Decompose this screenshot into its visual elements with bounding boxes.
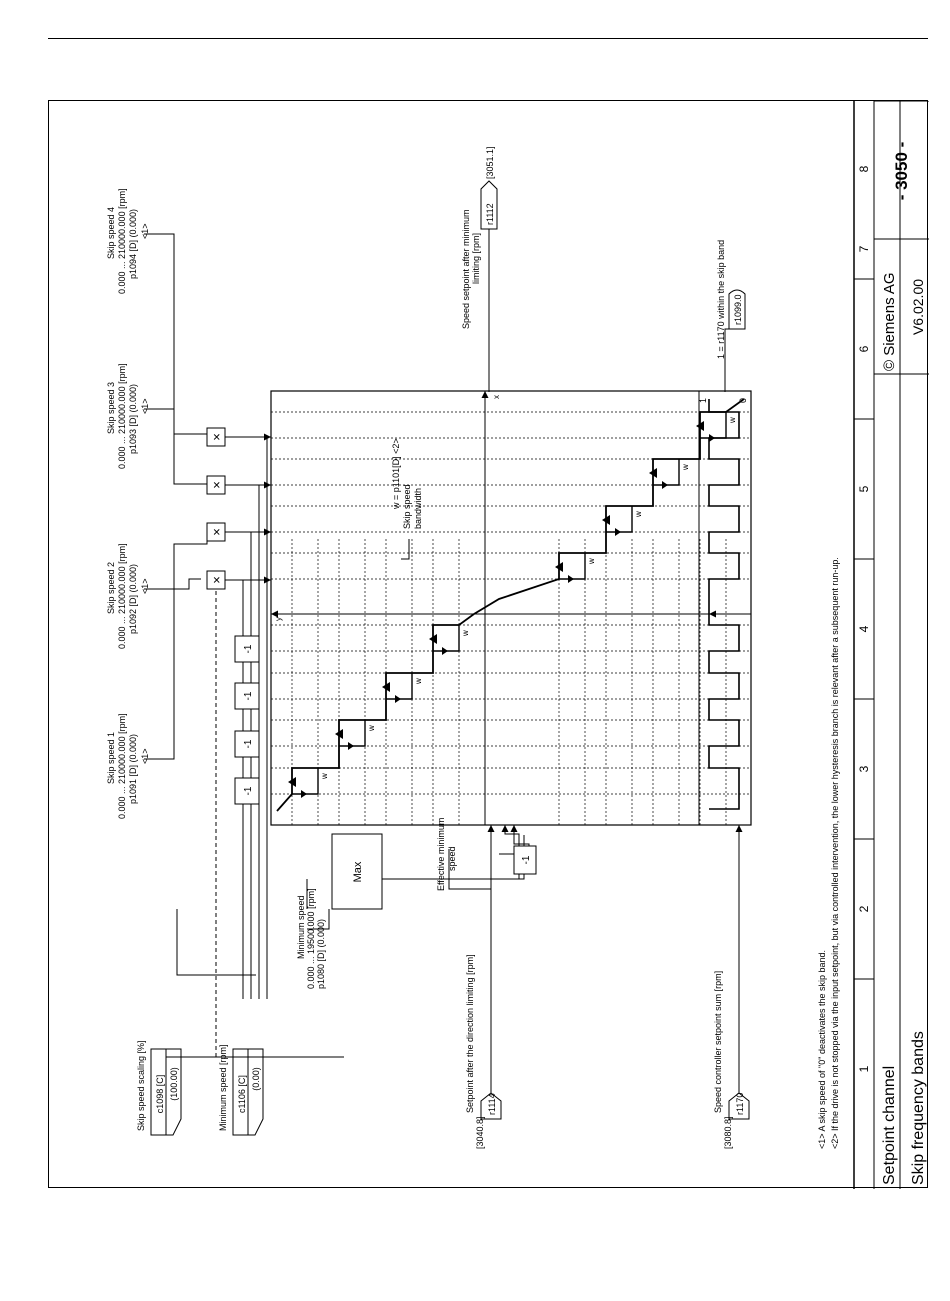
skip-speed-wiring bbox=[144, 233, 208, 760]
skip-speed-2-note: <1> bbox=[140, 578, 150, 594]
bandwidth-w-7: w bbox=[681, 464, 690, 471]
min-speed-param-range: 0.000 ... 19500.000 [rpm] bbox=[306, 888, 316, 989]
x-axis-label: x bbox=[492, 395, 501, 399]
signal-wires bbox=[448, 189, 743, 1093]
min-speed-param-name: Minimum speed bbox=[296, 895, 306, 959]
status-zero-label: 0 bbox=[738, 398, 748, 403]
skip-speed-1-note: <1> bbox=[140, 748, 150, 764]
output-status-label: 1 = r1170 within the skip band bbox=[716, 240, 726, 359]
setpoint-label: Setpoint after the direction limiting [r… bbox=[465, 954, 475, 1113]
bandwidth-pointer bbox=[401, 539, 410, 560]
column-3: 3 bbox=[857, 765, 871, 772]
scaling-value: (100.00) bbox=[169, 1067, 179, 1101]
sheet-number: - 3050 - bbox=[892, 142, 911, 201]
column-1: 1 bbox=[857, 1065, 871, 1072]
eff-min-label-2: speed bbox=[447, 846, 457, 871]
input-connectors bbox=[150, 1048, 750, 1136]
neg-block-setpoint-label: -1 bbox=[521, 855, 532, 864]
negation-blocks bbox=[234, 635, 260, 805]
sum-ref: [3080.8] bbox=[723, 1116, 733, 1149]
footnote-2: <2> If the drive is not stopped via the … bbox=[830, 557, 840, 1149]
output-setpoint-line2: limiting [rpm] bbox=[471, 233, 481, 284]
column-2: 2 bbox=[857, 905, 871, 912]
min-speed-label: Minimum speed [rpm] bbox=[218, 1044, 228, 1131]
skip-speed-1-param: p1091 [D] (0.000) bbox=[128, 734, 138, 804]
column-6: 6 bbox=[857, 345, 871, 352]
neg-label-3: -1 bbox=[243, 691, 254, 700]
skip-speed-3-note: <1> bbox=[140, 398, 150, 414]
bandwidth-label-1: w = p1101[D] <2> bbox=[391, 438, 401, 510]
scaling-label: Skip speed scaling [%] bbox=[136, 1040, 146, 1131]
setpoint-ref: [3040.8] bbox=[475, 1116, 485, 1149]
neg-label-2: -1 bbox=[243, 739, 254, 748]
skip-speed-4-note: <1> bbox=[140, 223, 150, 239]
scaling-param: c1098 [C] bbox=[155, 1075, 165, 1114]
column-8: 8 bbox=[857, 165, 871, 172]
company-name: © Siemens AG bbox=[881, 272, 898, 371]
output-setpoint-ref: [3051.1] bbox=[485, 146, 495, 179]
skip-speed-2-range: 0.000 ... 210000.000 [rpm] bbox=[117, 543, 127, 649]
svg-text:×: × bbox=[209, 433, 224, 441]
sum-param: r1170 bbox=[735, 1093, 745, 1115]
output-connectors bbox=[480, 180, 746, 330]
skip-speed-3-param: p1093 [D] (0.000) bbox=[128, 384, 138, 454]
bandwidth-w-5: w bbox=[587, 558, 596, 565]
bandwidth-w-1: w bbox=[320, 773, 329, 780]
output-setpoint-param: r1112 bbox=[485, 203, 495, 225]
neg-label-1: -1 bbox=[243, 786, 254, 795]
svg-text:×: × bbox=[209, 528, 224, 536]
column-5: 5 bbox=[857, 485, 871, 492]
skip-staircase-curve bbox=[276, 398, 745, 812]
top-rule bbox=[48, 38, 928, 39]
y-axis-label: y bbox=[274, 617, 283, 621]
max-label: Max bbox=[352, 861, 364, 882]
sheet-subtitle: Skip frequency bands bbox=[910, 1031, 927, 1185]
output-setpoint-line1: Speed setpoint after minimum bbox=[461, 209, 471, 329]
version: V6.02.00 bbox=[910, 279, 926, 335]
title-block bbox=[853, 100, 929, 1189]
column-7: 7 bbox=[857, 245, 871, 252]
skip-speed-3-name: Skip speed 3 bbox=[106, 382, 116, 434]
sum-label: Speed controller setpoint sum [rpm] bbox=[713, 971, 723, 1113]
footnote-1: <1> A skip speed of "0" deactivates the … bbox=[817, 950, 827, 1149]
bandwidth-w-4: w bbox=[461, 630, 470, 637]
hysteresis-arrows bbox=[288, 421, 715, 798]
skip-speed-2-param: p1092 [D] (0.000) bbox=[128, 564, 138, 634]
bandwidth-label-3: bandwidth bbox=[413, 488, 423, 529]
output-status-param: r1099.0 bbox=[733, 294, 743, 325]
skip-speed-4-param: p1094 [D] (0.000) bbox=[128, 209, 138, 279]
svg-text:×: × bbox=[209, 481, 224, 489]
bandwidth-label-2: Skip speed bbox=[402, 484, 412, 529]
neg-label-4: -1 bbox=[243, 644, 254, 653]
setpoint-param: r1114 bbox=[487, 1093, 497, 1115]
min-speed-value: (0.00) bbox=[251, 1067, 261, 1091]
neg-block-setpoint bbox=[513, 845, 537, 875]
status-one-label: 1 bbox=[698, 398, 708, 403]
rotated-sheet: 1 2 3 4 5 6 7 8 Setpoint channel Skip fr… bbox=[49, 100, 929, 1189]
eff-min-label-1: Effective minimum bbox=[436, 818, 446, 891]
band-threshold-lines bbox=[291, 539, 727, 825]
max-block bbox=[331, 833, 383, 910]
chapter-title: Setpoint channel bbox=[881, 1066, 898, 1185]
column-4: 4 bbox=[857, 625, 871, 632]
skip-speed-1-range: 0.000 ... 210000.000 [rpm] bbox=[117, 713, 127, 819]
bandwidth-w-6: w bbox=[634, 511, 643, 518]
skip-speed-4-name: Skip speed 4 bbox=[106, 207, 116, 259]
svg-text:×: × bbox=[209, 576, 224, 584]
min-speed-param: c1106 [C] bbox=[237, 1075, 247, 1113]
diagram-frame: 1 2 3 4 5 6 7 8 Setpoint channel Skip fr… bbox=[48, 100, 929, 1189]
skip-speed-4-range: 0.000 ... 210000.000 [rpm] bbox=[117, 188, 127, 294]
bandwidth-w-2: w bbox=[367, 725, 376, 732]
block-diagram: 1 2 3 4 5 6 7 8 Setpoint channel Skip fr… bbox=[106, 100, 929, 1189]
bandwidth-w-3: w bbox=[414, 678, 423, 685]
skip-speed-3-range: 0.000 ... 210000.000 [rpm] bbox=[117, 363, 127, 469]
multiplier-blocks: × × × × bbox=[206, 427, 226, 590]
min-speed-param-id: p1080 [D] (0.000) bbox=[316, 919, 326, 989]
band-status-pulses bbox=[708, 399, 740, 810]
skip-speed-2-name: Skip speed 2 bbox=[106, 562, 116, 614]
bandwidth-w-8: w bbox=[728, 417, 737, 424]
skip-speed-1-name: Skip speed 1 bbox=[106, 732, 116, 784]
